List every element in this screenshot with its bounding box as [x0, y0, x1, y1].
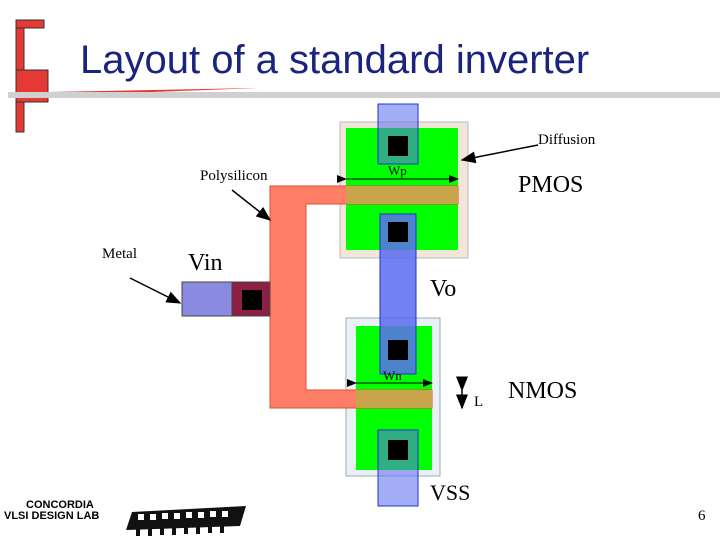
vss-label: VSS — [430, 480, 471, 505]
pmos-gate-overlap — [346, 186, 458, 204]
contact-nmos-drain — [388, 340, 408, 360]
wn-label: Wn — [383, 368, 402, 383]
contact-vss — [388, 440, 408, 460]
contact-pmos-drain — [388, 222, 408, 242]
metal-label: Metal — [102, 246, 137, 262]
metal-callout-arrow — [129, 277, 182, 304]
vin-label: Vin — [188, 250, 223, 276]
wp-label: Wp — [388, 163, 407, 178]
page-number: 6 — [698, 508, 706, 524]
vo-label: Vo — [430, 276, 457, 302]
diffusion-label: Diffusion — [538, 132, 596, 148]
contact-vdd — [388, 136, 408, 156]
input-metal-pad — [181, 281, 233, 317]
nmos-gate-overlap — [356, 390, 432, 408]
pmos-label: PMOS — [518, 172, 584, 198]
red-bar-top — [15, 19, 45, 29]
contact-input — [242, 290, 262, 310]
nmos-label: NMOS — [508, 378, 578, 404]
slide-title: Layout of a standard inverter — [80, 38, 590, 82]
chip-icon — [126, 506, 246, 536]
logo-line-1: CONCORDIA — [26, 499, 94, 511]
lab-logo-text: CONCORDIA VLSI DESIGN LAB — [4, 500, 99, 522]
polysilicon-label: Polysilicon — [200, 168, 268, 184]
slide-decoration — [8, 19, 720, 133]
polysilicon-callout-arrow — [231, 189, 272, 221]
gray-rule — [8, 92, 720, 98]
diffusion-callout-arrow — [460, 144, 539, 164]
l-label: L — [474, 394, 484, 410]
logo-line-2: VLSI DESIGN LAB — [4, 510, 100, 522]
